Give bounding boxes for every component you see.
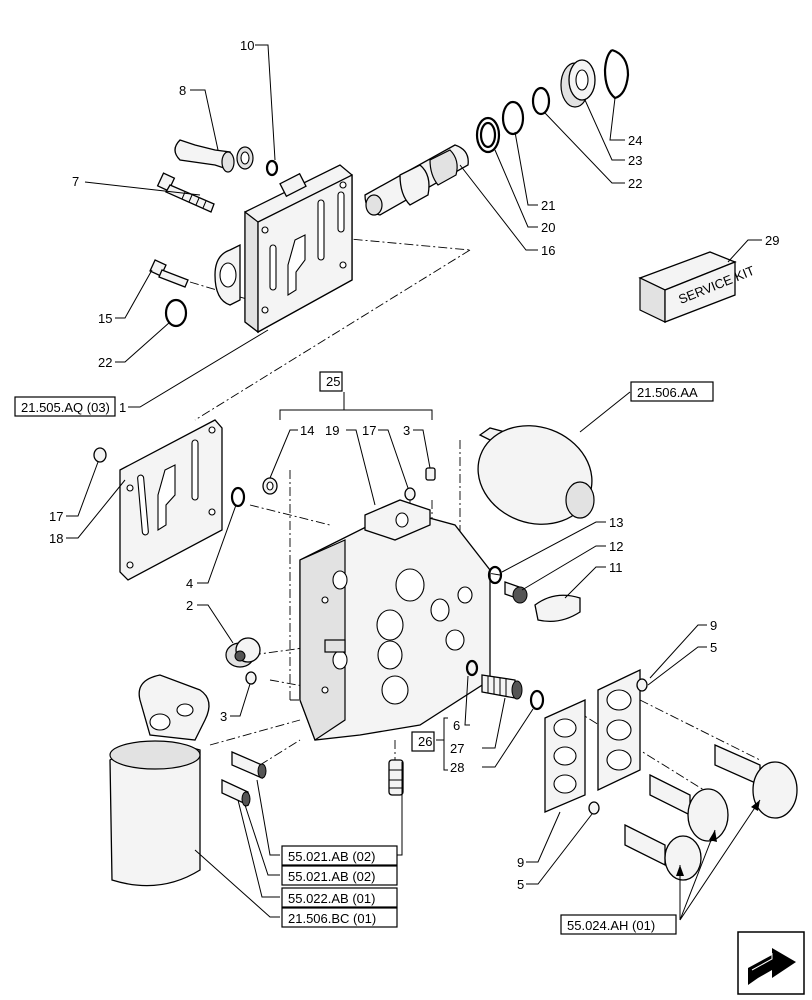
callout-22-left: 22 (98, 355, 112, 370)
callout-12: 12 (609, 539, 623, 554)
callout-25: 25 (326, 374, 340, 389)
valve-27 (481, 674, 523, 700)
ref-55024AH[interactable]: 55.024.AH (01) (567, 918, 655, 933)
snap-ring-24 (603, 48, 630, 100)
service-kit-29: SERVICE KIT (638, 251, 757, 323)
seal-23 (560, 59, 596, 108)
ref-21505AQ[interactable]: 21.505.AQ (03) (21, 400, 110, 415)
callout-28: 28 (450, 760, 464, 775)
callout-17-top: 17 (362, 423, 376, 438)
ref-55022AB[interactable]: 55.022.AB (01) (288, 891, 375, 906)
plug-14 (262, 477, 278, 495)
oring-10 (265, 159, 279, 177)
sensor-55021-upper (231, 751, 267, 779)
callout-13: 13 (609, 515, 623, 530)
solenoid-cartridges (624, 743, 798, 881)
ref-21506AA[interactable]: 21.506.AA (637, 385, 698, 400)
callout-18: 18 (49, 531, 63, 546)
plug-17-left (93, 447, 107, 463)
ref-box-21506AA (630, 381, 714, 402)
ref-box-55021AB-1 (281, 845, 398, 866)
ref-21506BC[interactable]: 21.506.BC (01) (288, 911, 376, 926)
callout-box-25 (319, 371, 343, 392)
oring-4 (230, 486, 246, 508)
screw-5-upper (636, 678, 648, 692)
callout-15: 15 (98, 311, 112, 326)
filter-assembly (109, 674, 210, 887)
callout-24: 24 (628, 133, 642, 148)
ref-box-55021AB-2 (281, 865, 398, 886)
callout-9-lower: 9 (517, 855, 524, 870)
callout-11: 11 (609, 560, 623, 575)
plug-17-top (404, 487, 416, 501)
ref-box-55024AH (560, 914, 677, 935)
screw-5-lower (588, 801, 600, 815)
assembly-centerlines (189, 229, 761, 801)
oring-6 (465, 659, 479, 677)
callout-9-upper: 9 (710, 618, 717, 633)
gasket-9-upper (597, 668, 641, 792)
oring-28 (529, 689, 545, 711)
callout-3-lower: 3 (220, 709, 227, 724)
ref-box-21506BC (281, 907, 398, 928)
plug-3-top (425, 467, 436, 481)
sensor-bottom (388, 759, 404, 796)
cover-plate-1 (214, 164, 353, 334)
callout-2: 2 (186, 598, 193, 613)
callout-5-upper: 5 (710, 640, 717, 655)
leader-lines (66, 44, 762, 921)
callout-8: 8 (179, 83, 186, 98)
callout-box-26 (411, 731, 435, 752)
bolt-15 (149, 259, 189, 288)
adapter-12 (504, 581, 528, 604)
callout-10: 10 (240, 38, 254, 53)
callout-1: 1 (119, 400, 126, 415)
callout-6: 6 (453, 718, 460, 733)
callout-5-lower: 5 (517, 877, 524, 892)
ref-box-55022AB (281, 887, 398, 908)
callout-14: 14 (300, 423, 314, 438)
callout-4: 4 (186, 576, 193, 591)
sensor-55021-lower (221, 778, 251, 807)
ref-box-21505AQ (14, 396, 116, 417)
gasket-18 (119, 419, 223, 581)
bolt-7 (156, 172, 215, 213)
callout-26: 26 (418, 734, 432, 749)
next-page-arrow-icon[interactable] (737, 931, 805, 995)
ref-55021AB-2[interactable]: 55.021.AB (02) (288, 869, 375, 884)
callout-19: 19 (325, 423, 339, 438)
callout-20: 20 (541, 220, 555, 235)
callout-7: 7 (72, 174, 79, 189)
cap-11 (534, 594, 581, 623)
elbow-fitting-8 (174, 139, 254, 173)
callout-27: 27 (450, 741, 464, 756)
plug-3-lower (245, 671, 257, 685)
ref-55021AB-1[interactable]: 55.021.AB (02) (288, 849, 375, 864)
valve-body-19 (299, 499, 491, 741)
callout-3-top: 3 (403, 423, 410, 438)
spool-16 (364, 144, 469, 216)
callout-16: 16 (541, 243, 555, 258)
accumulator (477, 425, 595, 525)
leader-arrowheads (676, 800, 760, 876)
callout-22-top: 22 (628, 176, 642, 191)
gasket-9-lower (544, 698, 586, 813)
part-callouts: 10 8 7 15 22 1 24 23 22 21 20 16 29 25 1… (49, 38, 779, 892)
fitting-2 (225, 637, 261, 668)
callout-21: 21 (541, 198, 555, 213)
oring-22-lower (164, 298, 188, 328)
oring-13 (487, 565, 503, 585)
callout-17-left: 17 (49, 509, 63, 524)
rings-20-21-22 (475, 86, 551, 154)
callout-29: 29 (765, 233, 779, 248)
callout-23: 23 (628, 153, 642, 168)
